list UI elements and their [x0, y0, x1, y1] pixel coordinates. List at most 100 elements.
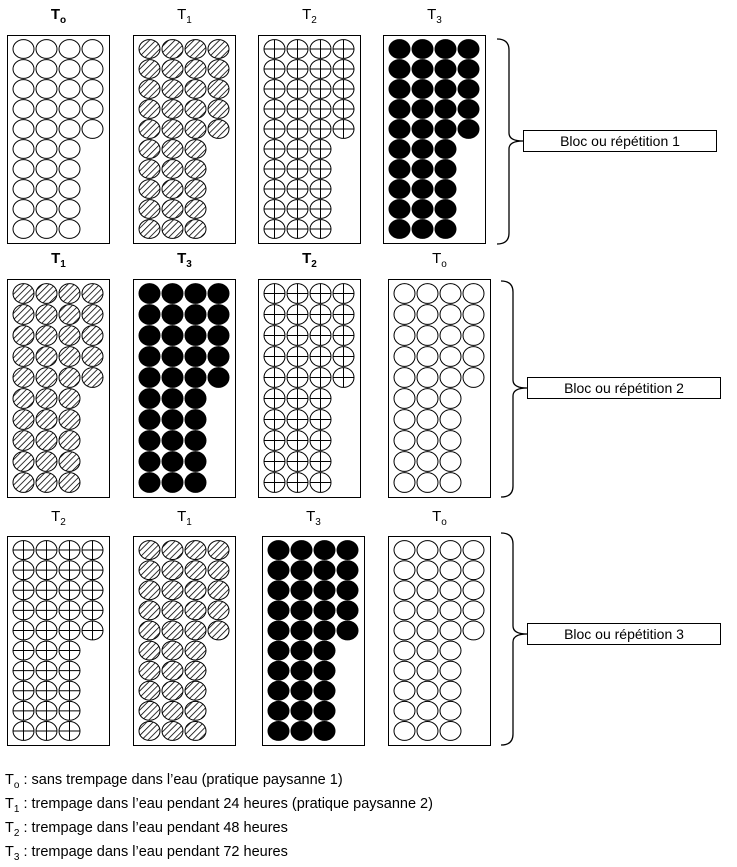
seed-circle [309, 304, 332, 325]
seed-circle [81, 59, 104, 79]
seed-circle [207, 99, 230, 119]
seed-circle [263, 283, 286, 304]
seed-circle [161, 199, 184, 219]
seed-circle [58, 600, 81, 621]
seed-circle [12, 39, 35, 59]
seed-circle [138, 430, 161, 451]
seed-circle [138, 388, 161, 409]
seed-circle [184, 580, 207, 601]
bloc-label-2: Bloc ou répétition 2 [527, 377, 721, 399]
seed-circle [138, 346, 161, 367]
plot-label-t3: T3 [427, 6, 442, 26]
seed-circle [332, 99, 355, 119]
seed-circle [313, 580, 336, 601]
seed-circle [393, 680, 416, 701]
seed-circle [35, 451, 58, 472]
seed-circle [462, 325, 485, 346]
seed-circle [439, 346, 462, 367]
seed-circle [309, 409, 332, 430]
seed-circle [81, 540, 104, 560]
seed-circle [290, 620, 313, 641]
seed-circle [462, 304, 485, 325]
seed-circle [286, 472, 309, 493]
seed-circle [313, 620, 336, 641]
seed-circle [263, 304, 286, 325]
seed-circle [184, 346, 207, 367]
plot-label-t0: To [432, 508, 447, 528]
seed-circle [388, 119, 411, 139]
seed-circle [58, 721, 81, 741]
seed-circle [267, 721, 290, 741]
seed-circle [138, 600, 161, 621]
seed-circle [12, 700, 35, 721]
seed-circle [12, 199, 35, 219]
seed-circle [184, 409, 207, 430]
seed-circle [12, 79, 35, 99]
seed-circle [81, 119, 104, 139]
seed-circle [286, 430, 309, 451]
seed-circle [35, 159, 58, 179]
seed-circle [411, 219, 434, 239]
seed-circle [35, 99, 58, 119]
seed-circle [263, 430, 286, 451]
seed-circle [309, 139, 332, 159]
seed-circle [161, 430, 184, 451]
seed-circle [12, 219, 35, 239]
seed-circle [263, 472, 286, 493]
seed-circle [207, 283, 230, 304]
seed-circle [161, 660, 184, 681]
legend-item-t0: To : sans trempage dans l’eau (pratique … [5, 772, 343, 791]
seed-circle [286, 388, 309, 409]
plot-label-t2: T2 [51, 508, 66, 528]
seed-circle [332, 79, 355, 99]
plot-label-t3: T3 [177, 250, 192, 270]
seed-circle [267, 560, 290, 581]
seed-circle [286, 119, 309, 139]
seed-circle [35, 680, 58, 701]
seed-circle [35, 59, 58, 79]
seed-circle [12, 99, 35, 119]
seed-circle [161, 540, 184, 560]
seed-circle [263, 159, 286, 179]
seed-circle [207, 540, 230, 560]
seed-circle [309, 388, 332, 409]
seed-circle [207, 600, 230, 621]
seed-circle [12, 472, 35, 493]
seed-circle [12, 680, 35, 701]
plot-t1 [7, 279, 110, 498]
seed-circle [286, 199, 309, 219]
seed-circle [263, 59, 286, 79]
seed-circle [416, 700, 439, 721]
seed-circle [416, 367, 439, 388]
seed-grid [393, 283, 485, 493]
seed-circle [393, 580, 416, 601]
seed-circle [161, 219, 184, 239]
seed-circle [35, 409, 58, 430]
seed-circle [138, 620, 161, 641]
seed-circle [58, 620, 81, 641]
seed-grid [388, 39, 480, 239]
legend-item-t2: T2 : trempage dans l’eau pendant 48 heur… [5, 819, 288, 839]
seed-circle [138, 79, 161, 99]
seed-circle [138, 304, 161, 325]
bloc-bracket [496, 38, 524, 245]
seed-grid [138, 283, 230, 493]
seed-circle [416, 430, 439, 451]
seed-circle [12, 179, 35, 199]
seed-circle [58, 560, 81, 581]
seed-circle [263, 179, 286, 199]
seed-circle [439, 472, 462, 493]
seed-circle [12, 367, 35, 388]
seed-circle [81, 99, 104, 119]
seed-circle [161, 680, 184, 701]
seed-circle [393, 430, 416, 451]
plot-t2 [258, 279, 361, 498]
seed-grid [138, 540, 230, 741]
seed-circle [388, 99, 411, 119]
seed-circle [332, 325, 355, 346]
seed-circle [161, 179, 184, 199]
seed-circle [35, 346, 58, 367]
seed-circle [267, 620, 290, 641]
seed-circle [35, 540, 58, 560]
seed-circle [184, 680, 207, 701]
